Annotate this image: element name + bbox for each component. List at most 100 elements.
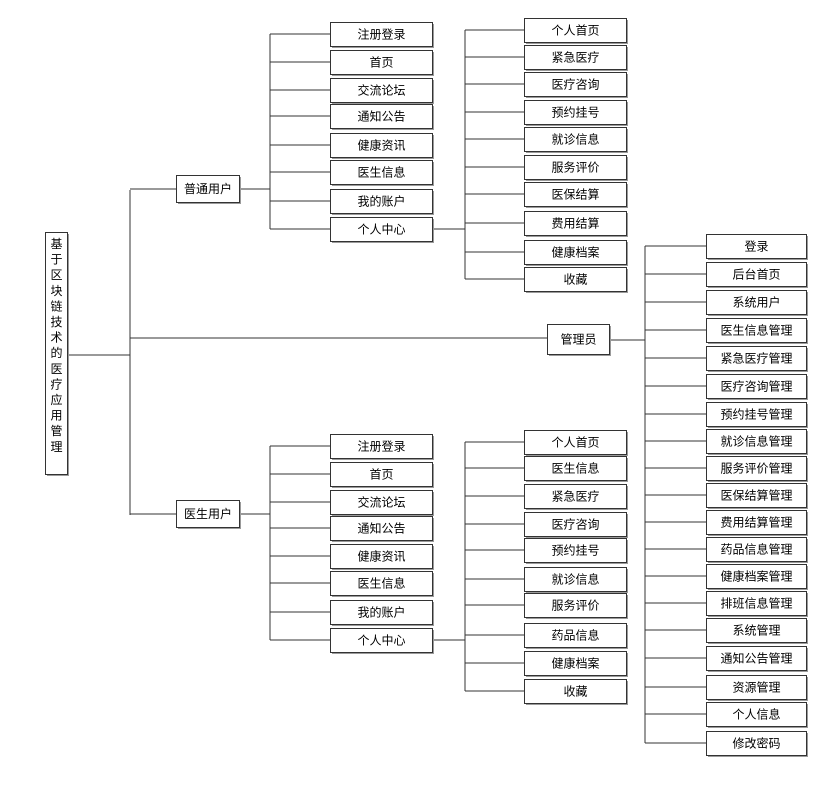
admin-module-10: 费用结算管理 (706, 510, 808, 536)
node-box (176, 500, 240, 528)
node-label: 健康资讯 (357, 549, 405, 564)
doctor-center-item-3: 医疗咨询 (524, 512, 628, 538)
user-center-item-0: 个人首页 (524, 18, 628, 44)
doctor-center-item-5: 就诊信息 (524, 567, 628, 593)
node-label: 就诊信息 (551, 132, 599, 147)
admin-module-4: 紧急医疗管理 (706, 346, 808, 372)
node-label-char: 技 (50, 315, 62, 329)
node-label: 首页 (369, 468, 393, 482)
node-label: 健康档案 (551, 656, 599, 671)
node-box (706, 234, 807, 259)
node-label: 注册登录 (357, 439, 405, 454)
node-label-char: 链 (50, 298, 62, 313)
node-box (330, 434, 433, 459)
node-label: 普通用户 (184, 181, 232, 196)
admin-module-15: 通知公告管理 (706, 646, 808, 672)
node-label: 紧急医疗管理 (720, 351, 792, 366)
node-box (524, 430, 627, 455)
node-box (524, 538, 627, 563)
user-module-1: 首页 (330, 50, 434, 76)
user-center-item-9: 收藏 (524, 267, 628, 293)
node-box (706, 318, 807, 343)
node-label: 资源管理 (732, 680, 780, 695)
node-label: 预约挂号管理 (720, 407, 792, 422)
node-box (524, 45, 627, 70)
node-label: 通知公告管理 (720, 651, 792, 666)
node-box (524, 456, 627, 481)
node-label: 医生信息 (357, 165, 405, 180)
node-label: 费用结算 (551, 216, 599, 231)
node-label-char: 疗 (50, 377, 62, 391)
admin-module-2: 系统用户 (706, 290, 808, 316)
doctor-module-6: 我的账户 (330, 600, 434, 626)
node-label: 登录 (744, 239, 768, 254)
doctor-center-item-2: 紧急医疗 (524, 484, 628, 510)
doctor-module-5: 医生信息 (330, 571, 434, 597)
node-label: 基于区块链技术的医疗应用管理 (50, 237, 62, 454)
node-box (330, 516, 433, 541)
node-label: 药品信息 (551, 628, 599, 643)
node-box (524, 484, 627, 509)
node-label-char: 应 (50, 392, 62, 407)
user-module-7: 个人中心 (330, 217, 434, 243)
node-box (330, 571, 433, 596)
node-box (706, 618, 807, 643)
node-box (706, 290, 807, 315)
node-label: 通知公告 (357, 522, 405, 536)
node-box (524, 623, 627, 648)
node-label-char: 术 (50, 331, 62, 345)
node-box (330, 628, 433, 653)
node-label: 就诊信息管理 (720, 434, 792, 449)
node-box (330, 544, 433, 569)
node-box (524, 567, 627, 592)
node-label: 交流论坛 (357, 495, 405, 510)
doctor-module-4: 健康资讯 (330, 544, 434, 570)
admin-module-5: 医疗咨询管理 (706, 374, 808, 400)
node-label: 系统管理 (732, 623, 780, 638)
doctor-module-1: 首页 (330, 462, 434, 488)
node-label: 修改密码 (732, 736, 780, 751)
user-center-item-3: 预约挂号 (524, 100, 628, 126)
doctor-branch-node: 医生用户 (176, 500, 241, 529)
user-center-item-8: 健康档案 (524, 240, 628, 266)
node-box (330, 133, 433, 158)
doctor-module-3: 通知公告 (330, 516, 434, 542)
node-label-char: 基 (50, 237, 62, 251)
node-label: 预约挂号 (551, 105, 599, 120)
node-box (524, 72, 627, 97)
node-label-char: 块 (50, 284, 62, 298)
connector-lines (67, 29, 706, 744)
node-label: 注册登录 (357, 27, 405, 42)
user-module-3: 通知公告 (330, 104, 434, 130)
node-box (706, 702, 807, 727)
node-label: 预约挂号 (551, 543, 599, 558)
admin-module-16: 资源管理 (706, 675, 808, 701)
node-label-char: 于 (50, 253, 62, 267)
doctor-center-item-1: 医生信息 (524, 456, 628, 482)
user-center-item-4: 就诊信息 (524, 127, 628, 153)
node-label: 个人信息 (732, 707, 780, 722)
doctor-module-0: 注册登录 (330, 434, 434, 460)
admin-branch-node: 管理员 (547, 324, 611, 356)
node-box (706, 564, 807, 589)
node-label: 医保结算 (551, 187, 599, 202)
doctor-center-item-7: 药品信息 (524, 623, 628, 649)
admin-module-11: 药品信息管理 (706, 537, 808, 563)
node-label: 服务评价 (551, 160, 599, 175)
node-label: 医疗咨询 (551, 77, 599, 92)
admin-module-13: 排班信息管理 (706, 591, 808, 617)
node-label: 药品信息管理 (720, 542, 792, 557)
node-box (706, 510, 807, 535)
node-label: 后台首页 (732, 267, 780, 282)
node-box (524, 155, 627, 180)
node-box (330, 217, 433, 242)
node-box (706, 374, 807, 399)
node-label: 健康档案 (551, 245, 599, 260)
user-module-6: 我的账户 (330, 189, 434, 215)
node-label: 通知公告 (357, 110, 405, 124)
node-label: 个人首页 (551, 436, 599, 450)
admin-module-14: 系统管理 (706, 618, 808, 644)
node-label: 就诊信息 (551, 572, 599, 587)
node-box (330, 160, 433, 185)
admin-module-18: 修改密码 (706, 731, 808, 757)
